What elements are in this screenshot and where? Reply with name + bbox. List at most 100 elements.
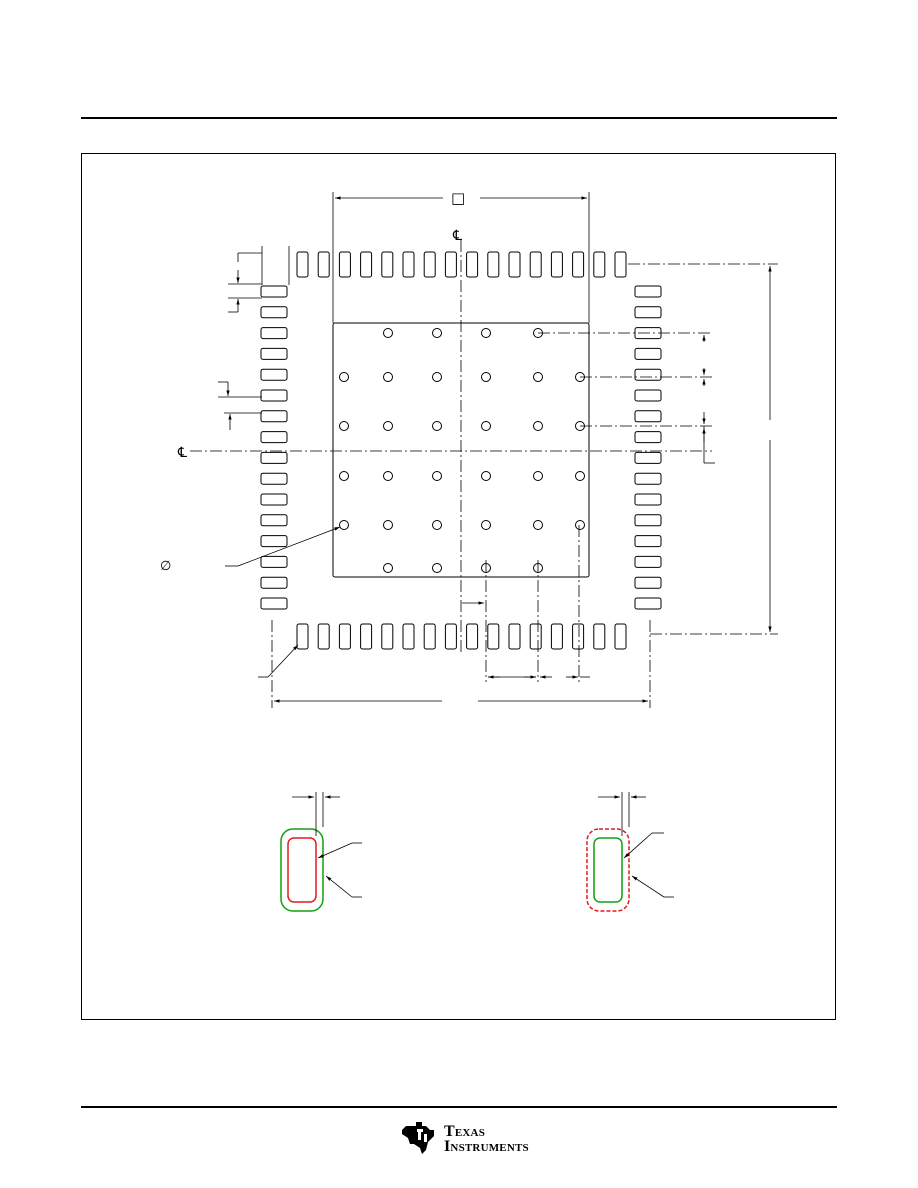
left-pad <box>260 535 288 548</box>
left-pad <box>260 327 288 340</box>
via-hole <box>432 328 442 338</box>
right-pad <box>634 576 662 589</box>
header-rule <box>81 117 837 119</box>
right-pad-column <box>634 285 662 610</box>
detail-right-mask-outline <box>586 828 630 912</box>
ti-logo: Texas Instruments <box>400 1120 560 1160</box>
top-pad <box>593 251 606 278</box>
bottom-pad <box>614 623 627 650</box>
via-hole <box>575 471 585 481</box>
via-hole <box>383 471 393 481</box>
right-pad <box>634 410 662 423</box>
bottom-pad-row <box>296 623 627 650</box>
left-pad <box>260 410 288 423</box>
bottom-pad <box>296 623 309 650</box>
left-pad <box>260 368 288 381</box>
left-pad <box>260 306 288 319</box>
detail-pad-left <box>280 792 362 912</box>
left-pad <box>260 555 288 568</box>
via-hole <box>533 372 543 382</box>
bottom-pad <box>402 623 415 650</box>
via-hole <box>432 520 442 530</box>
via-hole <box>481 372 491 382</box>
centerline-symbol-horizontal: ℄ <box>177 445 187 461</box>
top-pad <box>487 251 500 278</box>
right-pad <box>634 493 662 506</box>
via-hole <box>432 421 442 431</box>
top-pad <box>360 251 373 278</box>
via-hole <box>481 520 491 530</box>
leader-lines <box>225 526 341 678</box>
right-pad <box>634 555 662 568</box>
centerlines <box>190 240 712 655</box>
left-pad <box>260 389 288 402</box>
via-hole <box>575 520 585 530</box>
via-hole <box>432 563 442 573</box>
solid-extension-lines <box>218 192 715 464</box>
right-pad <box>634 514 662 527</box>
right-pad <box>634 472 662 485</box>
top-pad <box>317 251 330 278</box>
top-pad <box>614 251 627 278</box>
top-pad <box>381 251 394 278</box>
centerline-symbol-vertical: ℄ <box>452 228 462 244</box>
right-pad <box>634 306 662 319</box>
bottom-pad <box>423 623 436 650</box>
detail-pad-right <box>586 792 674 912</box>
left-pad <box>260 347 288 360</box>
logo-line-2: Instruments <box>444 1138 529 1155</box>
left-pad <box>260 472 288 485</box>
via-grid <box>339 328 585 573</box>
top-pad <box>529 251 542 278</box>
bottom-pad <box>508 623 521 650</box>
top-pad <box>296 251 309 278</box>
right-pad <box>634 368 662 381</box>
via-hole <box>481 328 491 338</box>
dimension-lines <box>218 196 772 703</box>
top-pad <box>423 251 436 278</box>
top-pad <box>444 251 457 278</box>
drawing-frame <box>81 153 836 1020</box>
top-pad <box>338 251 351 278</box>
detail-left-pad-outline <box>287 837 317 903</box>
top-pad <box>466 251 479 278</box>
via-hole <box>533 421 543 431</box>
via-hole <box>432 372 442 382</box>
logo-wordmark: Texas Instruments <box>444 1123 529 1155</box>
bottom-pad <box>487 623 500 650</box>
detail-right-pad-outline <box>593 837 623 903</box>
footer-rule <box>81 1106 837 1108</box>
bottom-pad <box>381 623 394 650</box>
top-pad-row <box>296 251 627 278</box>
left-pad <box>260 514 288 527</box>
top-pad <box>550 251 563 278</box>
via-hole <box>339 471 349 481</box>
extension-lines <box>271 263 778 708</box>
right-pad <box>634 451 662 464</box>
right-pad <box>634 285 662 298</box>
right-pad <box>634 431 662 444</box>
left-pad <box>260 451 288 464</box>
bottom-pad <box>338 623 351 650</box>
via-hole <box>383 563 393 573</box>
texas-instruments-logo-icon <box>402 1122 434 1154</box>
right-pad <box>634 535 662 548</box>
right-pad <box>634 347 662 360</box>
logo-line-1: Texas <box>444 1123 486 1140</box>
via-hole <box>339 372 349 382</box>
via-hole <box>383 421 393 431</box>
bottom-pad <box>444 623 457 650</box>
bottom-pad <box>529 623 542 650</box>
via-hole <box>432 471 442 481</box>
bottom-pad <box>572 623 585 650</box>
bottom-pad <box>360 623 373 650</box>
top-pad <box>508 251 521 278</box>
left-pad-column <box>260 285 288 610</box>
left-pad <box>260 597 288 610</box>
bottom-pad <box>317 623 330 650</box>
bottom-pad <box>466 623 479 650</box>
via-hole <box>533 520 543 530</box>
left-pad <box>260 431 288 444</box>
via-hole <box>383 520 393 530</box>
